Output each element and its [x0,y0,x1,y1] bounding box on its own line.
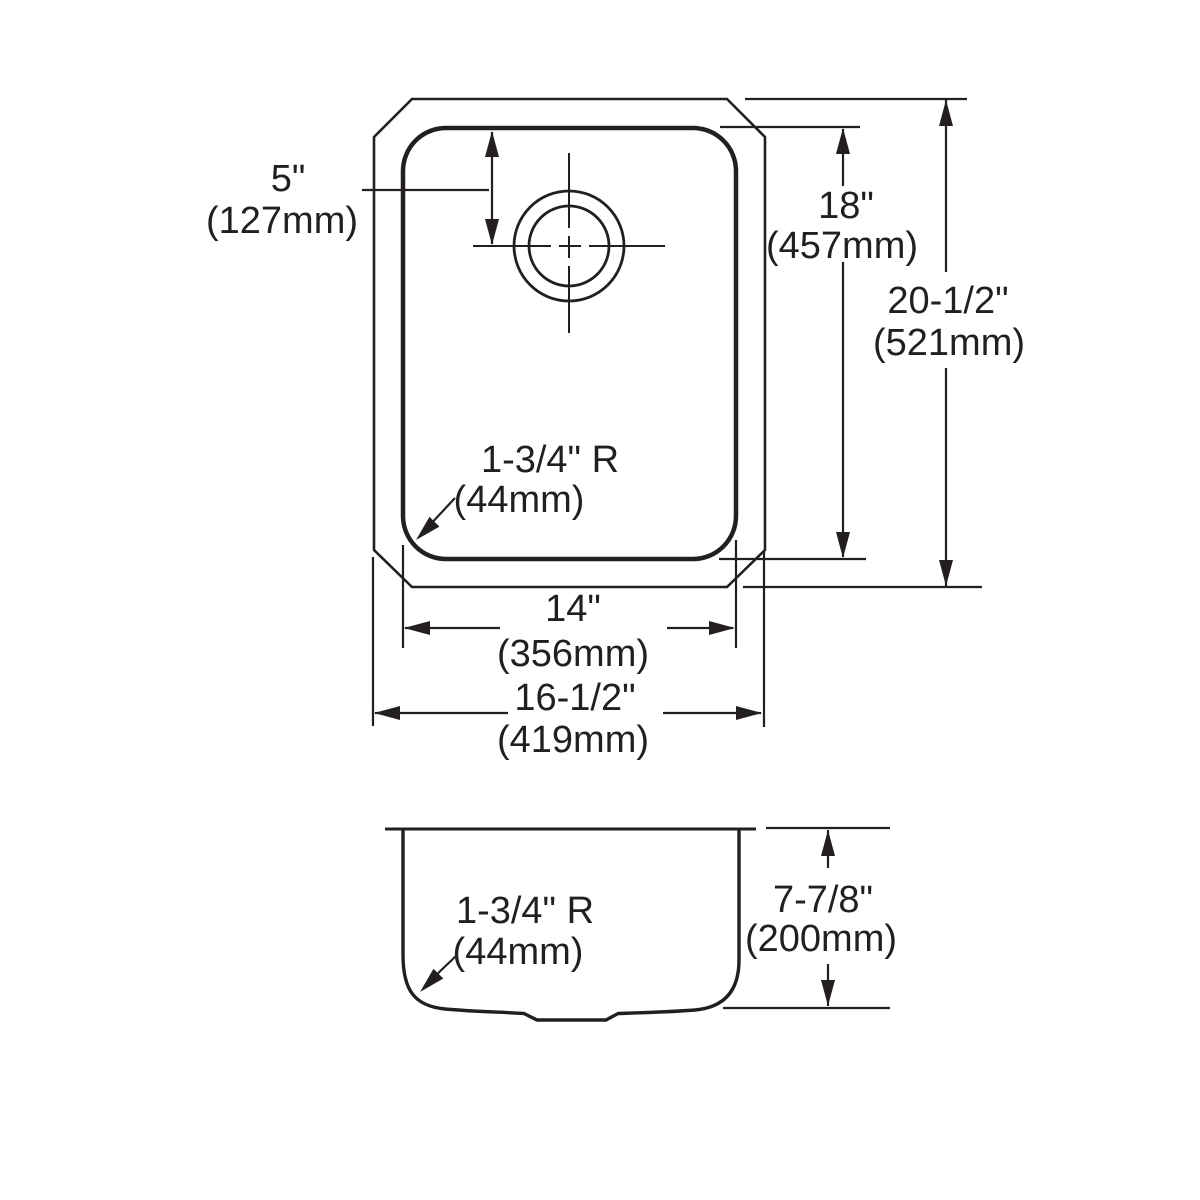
arrowhead-right [736,706,762,720]
arrowhead-up [485,131,499,157]
dim-label-inches: 7-7/8" [773,879,873,921]
radius-label-metric: (44mm) [454,479,585,521]
sink-outer-rim [372,97,767,589]
arrowhead-up [836,128,850,154]
arrowhead-right [709,621,735,635]
arrowhead-down [485,219,499,245]
dim-label-inches: 14" [545,588,601,630]
dim-overall-length: 20-1/2" (521mm) [743,97,1025,589]
dim-label-metric: (127mm) [206,200,358,242]
dim-label-inches: 16-1/2" [514,677,635,719]
dim-label-inches: 20-1/2" [887,280,1008,322]
arrowhead-diagonal [416,516,440,540]
arrowhead-down [821,980,835,1006]
arrowhead-diagonal [420,968,444,992]
arrowhead-up [939,100,953,126]
dim-drain-offset: 5" (127mm) [206,131,499,245]
radius-label-metric: (44mm) [453,931,584,973]
top-view: 5" (127mm) 18" (457mm) 20-1/2" (521mm) [206,97,1025,761]
radius-label-inches: 1-3/4" R [481,439,619,481]
dim-label-inches: 18" [818,185,874,227]
dim-bowl-depth: 7-7/8" (200mm) [723,826,897,1010]
dim-label-metric: (419mm) [497,719,649,761]
callout-bowl-corner-radius: 1-3/4" R (44mm) [416,439,619,540]
arrowhead-left [374,706,400,720]
dim-label-metric: (200mm) [745,918,897,960]
arrowhead-up [821,830,835,856]
dim-bowl-width: 14" (356mm) [401,540,738,675]
callout-bottom-corner-radius: 1-3/4" R (44mm) [420,890,594,992]
arrowhead-left [404,621,430,635]
side-view: 1-3/4" R (44mm) 7-7/8" (200mm) [385,826,897,1022]
arrowhead-down [836,532,850,558]
arrowhead-down [939,560,953,586]
dim-label-inches: 5" [271,158,306,200]
radius-label-inches: 1-3/4" R [456,890,594,932]
dim-label-metric: (356mm) [497,633,649,675]
drain [473,153,665,333]
bowl-profile [401,829,741,1022]
dim-overall-width: 16-1/2" (419mm) [371,550,766,761]
dim-label-metric: (521mm) [873,322,1025,364]
dim-bowl-length: 18" (457mm) [719,125,918,561]
sink-bowl-outline [400,125,739,562]
dim-label-metric: (457mm) [766,225,918,267]
